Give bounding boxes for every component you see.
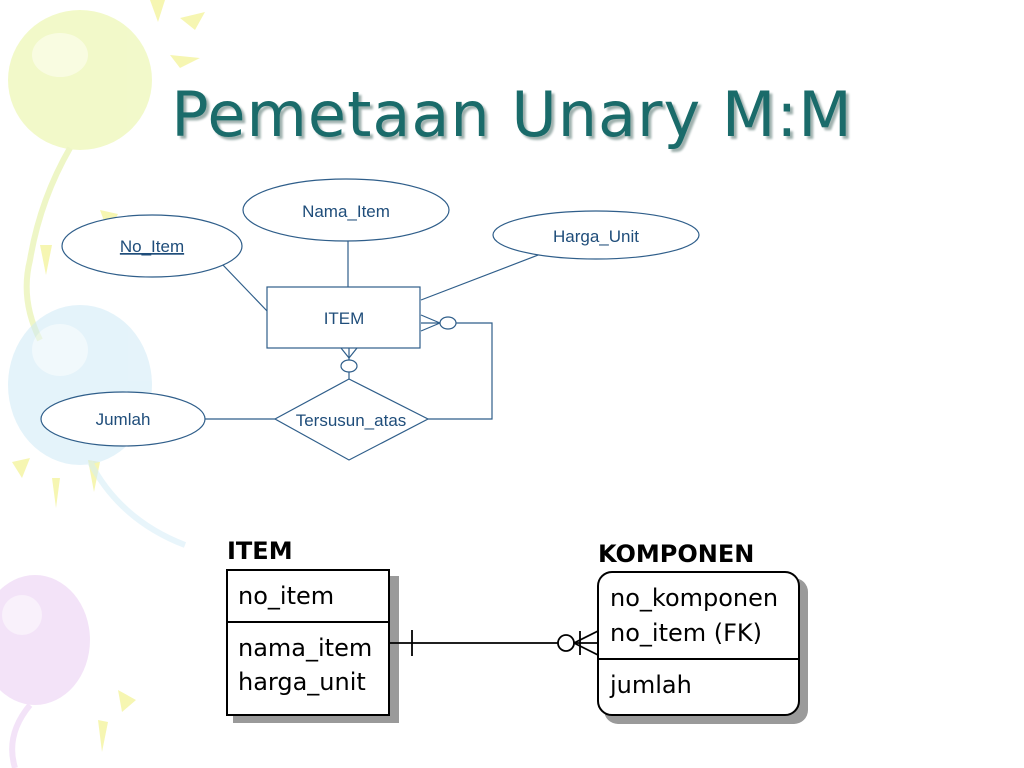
relationship-label: Tersusun_atas [296, 411, 407, 430]
slide-title: Pemetaan Unary M:M [171, 78, 853, 151]
field-no-item-fk: no_item (FK) [610, 619, 762, 647]
optional-circle-right [439, 316, 457, 330]
attribute-ellipse-jumlah [40, 391, 206, 447]
attribute-no-item: No_Item [120, 237, 184, 256]
yellow-balloon-decoration [8, 10, 152, 342]
table-name-komponen: KOMPONEN [598, 540, 754, 568]
field-jumlah: jumlah [609, 671, 692, 699]
table-name-item: ITEM [227, 537, 293, 565]
field-harga-unit: harga_unit [238, 668, 366, 696]
crows-foot-bottom-right [348, 347, 358, 359]
table-box-komponen [597, 571, 800, 716]
attribute-nama-item: Nama_Item [302, 202, 390, 221]
attribute-jumlah: Jumlah [96, 410, 151, 429]
many-mark-lower [573, 642, 599, 656]
entity-box-item [266, 286, 421, 349]
attribute-ellipse-no-item [61, 214, 243, 278]
field-no-komponen: no_komponen [610, 584, 778, 612]
crows-foot-right-upper [420, 314, 441, 324]
attribute-ellipse-nama-item [242, 178, 450, 242]
connector-no-item [221, 263, 269, 313]
table-box-item [226, 569, 390, 716]
zero-mark-circle [557, 634, 575, 652]
optional-circle-bottom [340, 359, 358, 373]
connector-harga-unit [420, 251, 547, 301]
crows-foot-right-lower [420, 322, 441, 332]
entity-label-item: ITEM [324, 309, 365, 328]
attribute-harga-unit: Harga_Unit [553, 227, 639, 246]
attribute-ellipse-harga-unit [492, 210, 700, 260]
field-nama-item: nama_item [238, 634, 372, 662]
relationship-diamond [273, 378, 430, 461]
crows-foot-bottom-left [340, 347, 350, 359]
many-mark-upper [573, 630, 599, 644]
field-no-item: no_item [238, 582, 334, 610]
purple-balloon-decoration [0, 575, 90, 768]
